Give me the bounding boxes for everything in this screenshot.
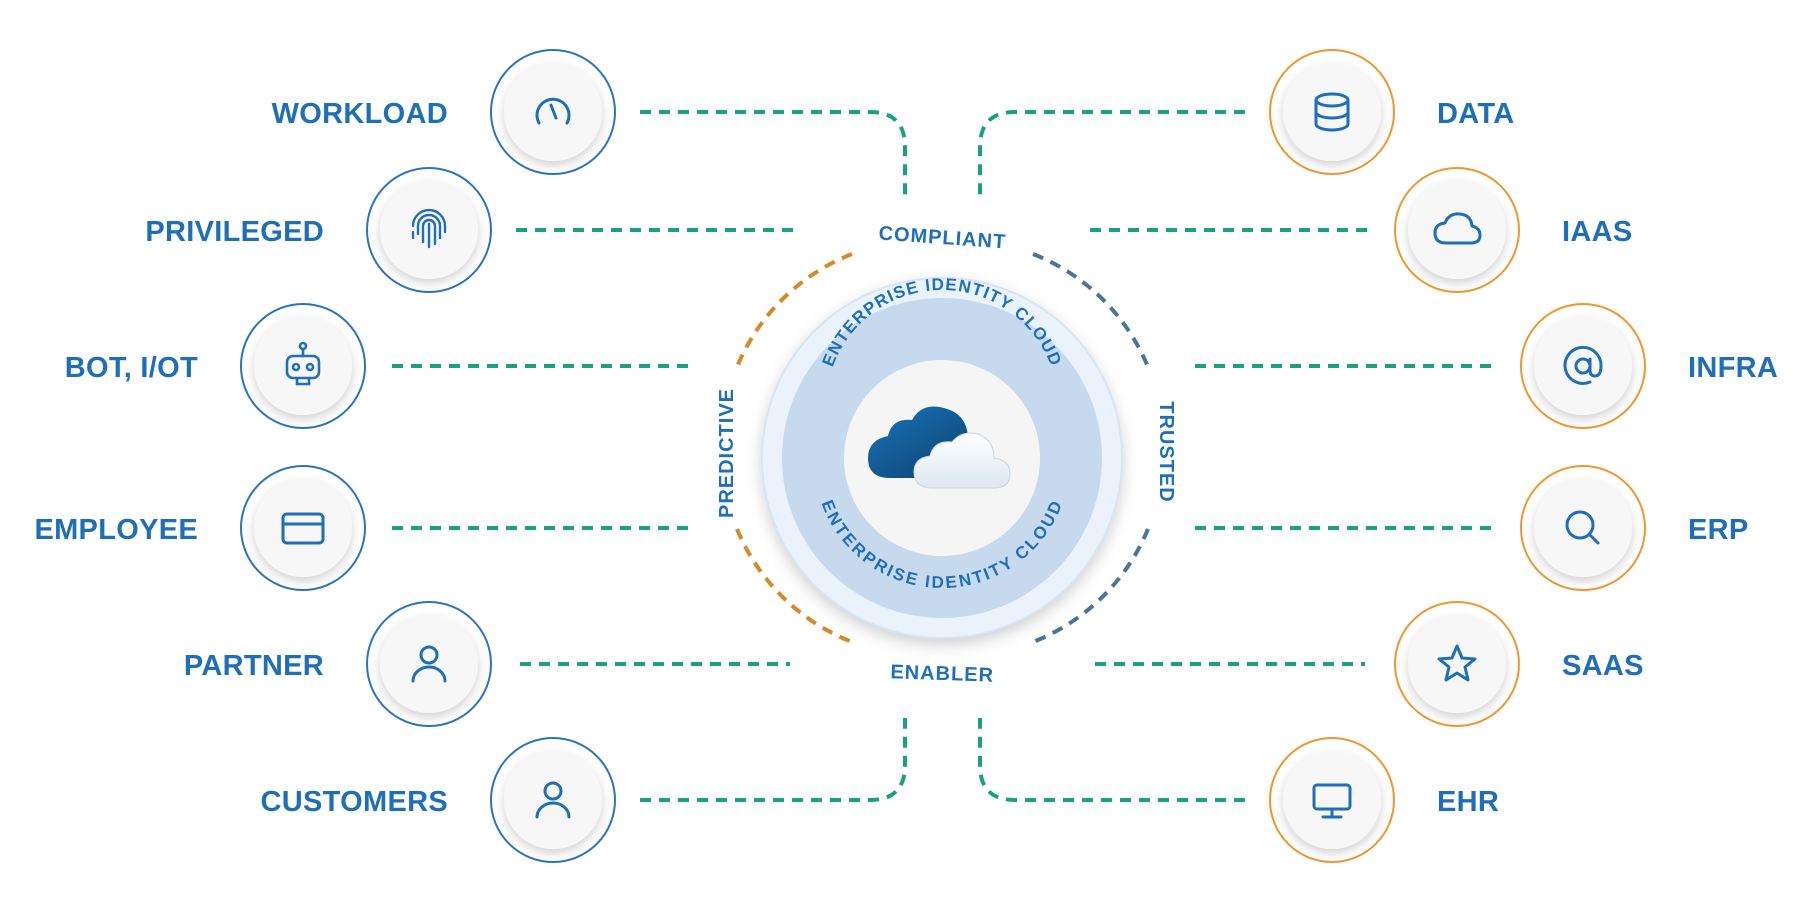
arc-left-bottom: [735, 528, 853, 644]
connector-ehr: [978, 718, 1245, 802]
node-customers[interactable]: CUSTOMERS: [261, 737, 616, 863]
search-icon: [1565, 510, 1600, 545]
node-iaas[interactable]: IAAS: [1394, 167, 1633, 293]
center-cloud-icon: [868, 406, 1011, 489]
node-infra[interactable]: INFRA: [1520, 303, 1778, 429]
monitor-icon: [1312, 783, 1352, 819]
user-icon: [535, 781, 571, 819]
node-workload[interactable]: WORKLOAD: [272, 49, 616, 175]
node-label-privileged: PRIVILEGED: [145, 216, 324, 248]
at-sign-icon: [1563, 345, 1603, 385]
user-icon: [411, 645, 447, 683]
node-label-ehr: EHR: [1437, 786, 1499, 818]
center-hub: ENTERPRISE IDENTITY CLOUD ENTERPRISE IDE…: [761, 275, 1123, 639]
node-data[interactable]: DATA: [1269, 49, 1514, 175]
node-label-erp: ERP: [1688, 514, 1749, 546]
ring-word-predictive: PREDICTIVE: [716, 388, 738, 518]
node-label-workload: WORKLOAD: [272, 98, 448, 130]
arc-left-top: [735, 252, 853, 368]
node-label-iaas: IAAS: [1562, 216, 1633, 248]
node-label-employee: EMPLOYEE: [34, 514, 198, 546]
node-privileged[interactable]: PRIVILEGED: [145, 167, 492, 293]
connectors: [392, 110, 1495, 802]
connector-customers: [640, 718, 907, 802]
fingerprint-icon: [411, 208, 447, 249]
node-erp[interactable]: ERP: [1520, 465, 1749, 591]
node-label-saas: SAAS: [1562, 650, 1644, 682]
node-label-customers: CUSTOMERS: [261, 786, 448, 818]
ring-word-enabler: ENABLER: [890, 661, 994, 687]
node-partner[interactable]: PARTNER: [184, 601, 492, 727]
left-nodes: WORKLOAD PRIVILEGED: [34, 49, 616, 863]
arc-right-bottom: [1032, 528, 1150, 644]
gauge-icon: [535, 97, 571, 125]
arc-right-top: [1032, 252, 1150, 368]
node-label-bot: BOT, I/OT: [65, 352, 198, 384]
cloud-icon: [1433, 212, 1482, 245]
node-label-data: DATA: [1437, 98, 1514, 130]
star-icon: [1437, 644, 1477, 682]
connector-data: [978, 110, 1245, 195]
ring-arcs: [735, 252, 1150, 644]
right-nodes: DATA IAAS INFRA: [1269, 49, 1778, 863]
connector-workload: [640, 110, 907, 195]
node-ehr[interactable]: EHR: [1269, 737, 1499, 863]
node-saas[interactable]: SAAS: [1394, 601, 1644, 727]
node-employee[interactable]: EMPLOYEE: [34, 465, 366, 591]
robot-icon: [285, 341, 321, 386]
database-icon: [1314, 92, 1350, 132]
ring-word-compliant: COMPLIANT: [878, 223, 1007, 254]
card-icon: [281, 512, 325, 545]
node-label-partner: PARTNER: [184, 650, 324, 682]
ring-word-trusted: TRUSTED: [1155, 401, 1177, 502]
node-bot[interactable]: BOT, I/OT: [65, 303, 366, 429]
node-label-infra: INFRA: [1688, 352, 1778, 384]
